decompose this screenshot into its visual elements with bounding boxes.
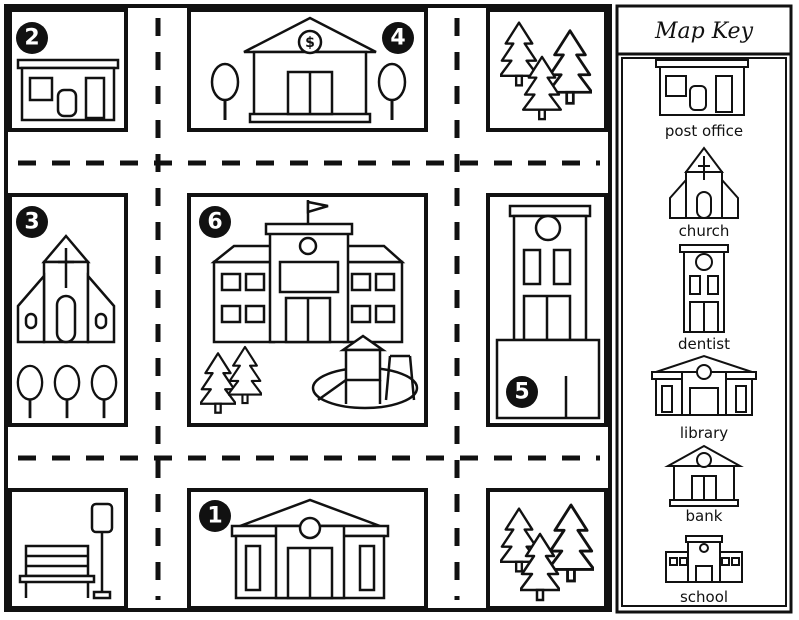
key-label-bank: bank (686, 507, 723, 525)
key-label-post-office: post office (665, 122, 743, 140)
map-dentist (495, 204, 601, 420)
dentist-icon (679, 244, 729, 333)
church-icon (669, 146, 739, 219)
number-badge-2 (16, 22, 48, 54)
map-key-title: Map Key (654, 19, 754, 44)
number-5: 5 (514, 380, 529, 405)
school-icon (665, 535, 743, 583)
number-4: 4 (390, 26, 405, 51)
key-label-church: church (679, 222, 730, 240)
map-post-office (16, 58, 120, 122)
map-bank (243, 16, 377, 124)
number-badge-6 (199, 206, 231, 238)
key-label-school: school (680, 588, 728, 606)
post-office-icon (655, 59, 749, 116)
bus-stop-sign (90, 502, 114, 600)
number-badge-3 (16, 206, 48, 238)
map-school (210, 200, 406, 344)
number-2: 2 (24, 26, 39, 51)
key-label-dentist: dentist (678, 335, 730, 353)
playground (311, 334, 419, 410)
number-3: 3 (24, 210, 39, 235)
number-badge-4 (382, 22, 414, 54)
bank-icon (664, 444, 744, 507)
bench (18, 544, 96, 598)
map-library (230, 498, 390, 600)
library-icon (651, 354, 757, 416)
number-1: 1 (207, 504, 222, 529)
key-label-library: library (680, 424, 728, 442)
road-markings (18, 18, 600, 600)
dollar-symbol: $ (305, 35, 315, 51)
number-6: 6 (207, 210, 222, 235)
number-badge-1 (199, 500, 231, 532)
map-church (16, 234, 116, 344)
number-badge-5 (506, 376, 538, 408)
map-key-header (615, 4, 793, 56)
